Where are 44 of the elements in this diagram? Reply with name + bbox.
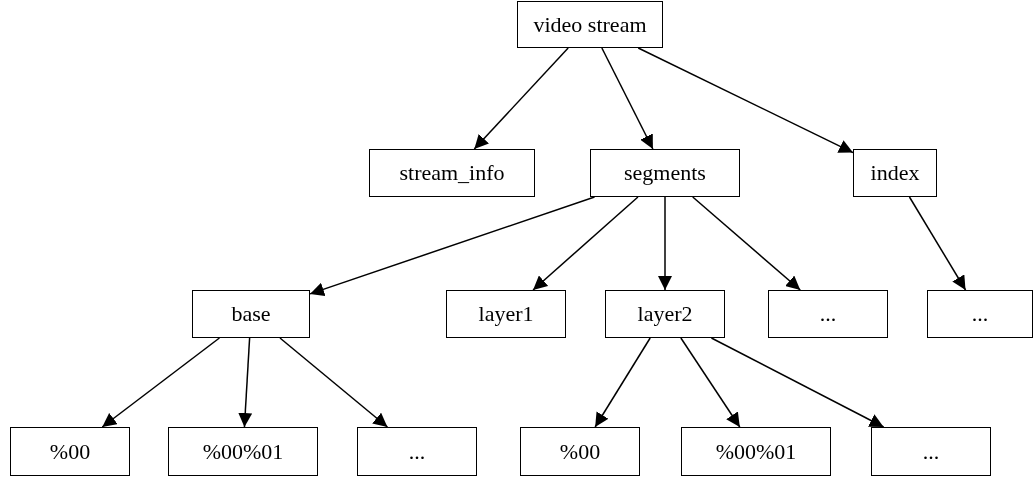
node-label: %00 <box>559 440 601 463</box>
tree-node-box <box>768 290 888 338</box>
arrow <box>710 337 885 428</box>
tree-node-box <box>357 427 477 476</box>
tree-node-box <box>853 149 937 197</box>
arrow <box>101 337 221 428</box>
node-label: %00%01 <box>715 440 797 463</box>
node-label: ... <box>971 303 989 325</box>
node-label: ... <box>922 440 940 463</box>
tree-node-box <box>681 427 831 476</box>
arrow <box>532 196 639 291</box>
tree-node-box <box>520 427 640 476</box>
node-label: base <box>231 303 271 325</box>
arrow <box>309 196 596 296</box>
node-label: layer1 <box>478 303 534 325</box>
node-label: segments <box>624 162 706 184</box>
arrow <box>692 196 801 291</box>
arrow <box>238 337 253 428</box>
arrow <box>473 47 569 150</box>
tree-node-box <box>590 149 740 197</box>
tree-node-box <box>871 427 991 476</box>
tree-node-box <box>369 149 535 197</box>
arrow <box>658 196 672 291</box>
tree-node-box <box>446 290 566 338</box>
node-label: index <box>870 162 920 184</box>
arrow <box>680 337 741 428</box>
tree-node-box <box>517 1 663 48</box>
node-label: layer2 <box>637 303 693 325</box>
node-label: stream_info <box>399 162 505 184</box>
node-label: ... <box>819 303 837 325</box>
node-label: %00 <box>49 440 91 463</box>
tree-node-box <box>927 290 1033 338</box>
tree-node-box <box>10 427 130 476</box>
node-label: %00%01 <box>202 440 284 463</box>
node-label: video stream <box>533 13 647 36</box>
tree-node-box <box>168 427 318 476</box>
tree-node-box <box>192 290 310 338</box>
tree-node-box <box>605 290 725 338</box>
arrow <box>637 47 854 154</box>
arrow <box>279 337 389 428</box>
arrow <box>908 196 967 291</box>
arrow <box>601 47 654 150</box>
arrow <box>594 337 651 428</box>
node-label: ... <box>408 440 426 463</box>
